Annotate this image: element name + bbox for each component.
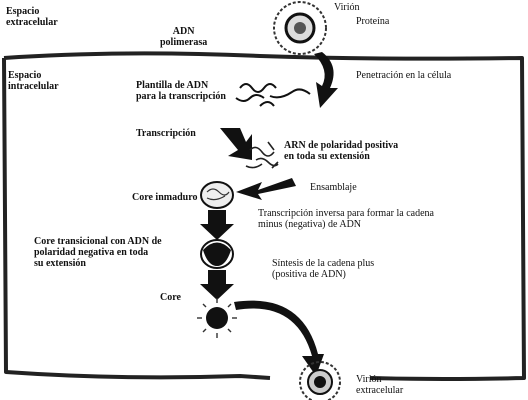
plus-strand-synthesis-label: Síntesis de la cadena plus (positiva de … bbox=[272, 258, 374, 280]
immature-core-label: Core inmaduro bbox=[132, 192, 197, 203]
dna-polymerase-label: ADN polimerasa bbox=[160, 26, 207, 48]
immature-core-icon bbox=[201, 182, 233, 208]
protein-label: Proteína bbox=[356, 16, 389, 27]
virion-label: Virión bbox=[334, 2, 360, 13]
rna-label: ARN de polaridad positiva en toda su ext… bbox=[284, 140, 398, 162]
assembly-arrow bbox=[236, 178, 296, 200]
extracellular-space-label: Espacio extracelular bbox=[6, 6, 58, 28]
virion-bottom-icon bbox=[300, 362, 340, 400]
core-icon bbox=[197, 298, 237, 338]
dna-template-icon bbox=[236, 84, 310, 106]
dna-template-label: Plantilla de ADN para la transcripción bbox=[136, 80, 226, 102]
assembly-label: Ensamblaje bbox=[310, 182, 357, 193]
core-label: Core bbox=[160, 292, 181, 303]
plus-strand-synthesis-arrow bbox=[200, 270, 234, 300]
reverse-transcription-arrow bbox=[200, 210, 234, 240]
cell-penetration-label: Penetración en la célula bbox=[356, 70, 451, 81]
virion-top-icon bbox=[274, 2, 326, 54]
transcription-label: Transcripción bbox=[136, 128, 196, 139]
penetration-arrow bbox=[314, 52, 338, 108]
exit-arrow bbox=[234, 301, 324, 376]
transitional-core-icon bbox=[201, 240, 233, 268]
transitional-core-label: Core transicional con ADN de polaridad n… bbox=[34, 236, 162, 269]
cell-membrane-bottom bbox=[4, 58, 270, 378]
intracellular-space-label: Espacio intracelular bbox=[8, 70, 59, 92]
reverse-transcription-label: Transcripción inversa para formar la cad… bbox=[258, 208, 434, 230]
extracellular-virion-label: Virión extracelular bbox=[356, 374, 403, 396]
transcription-arrow bbox=[220, 128, 252, 160]
